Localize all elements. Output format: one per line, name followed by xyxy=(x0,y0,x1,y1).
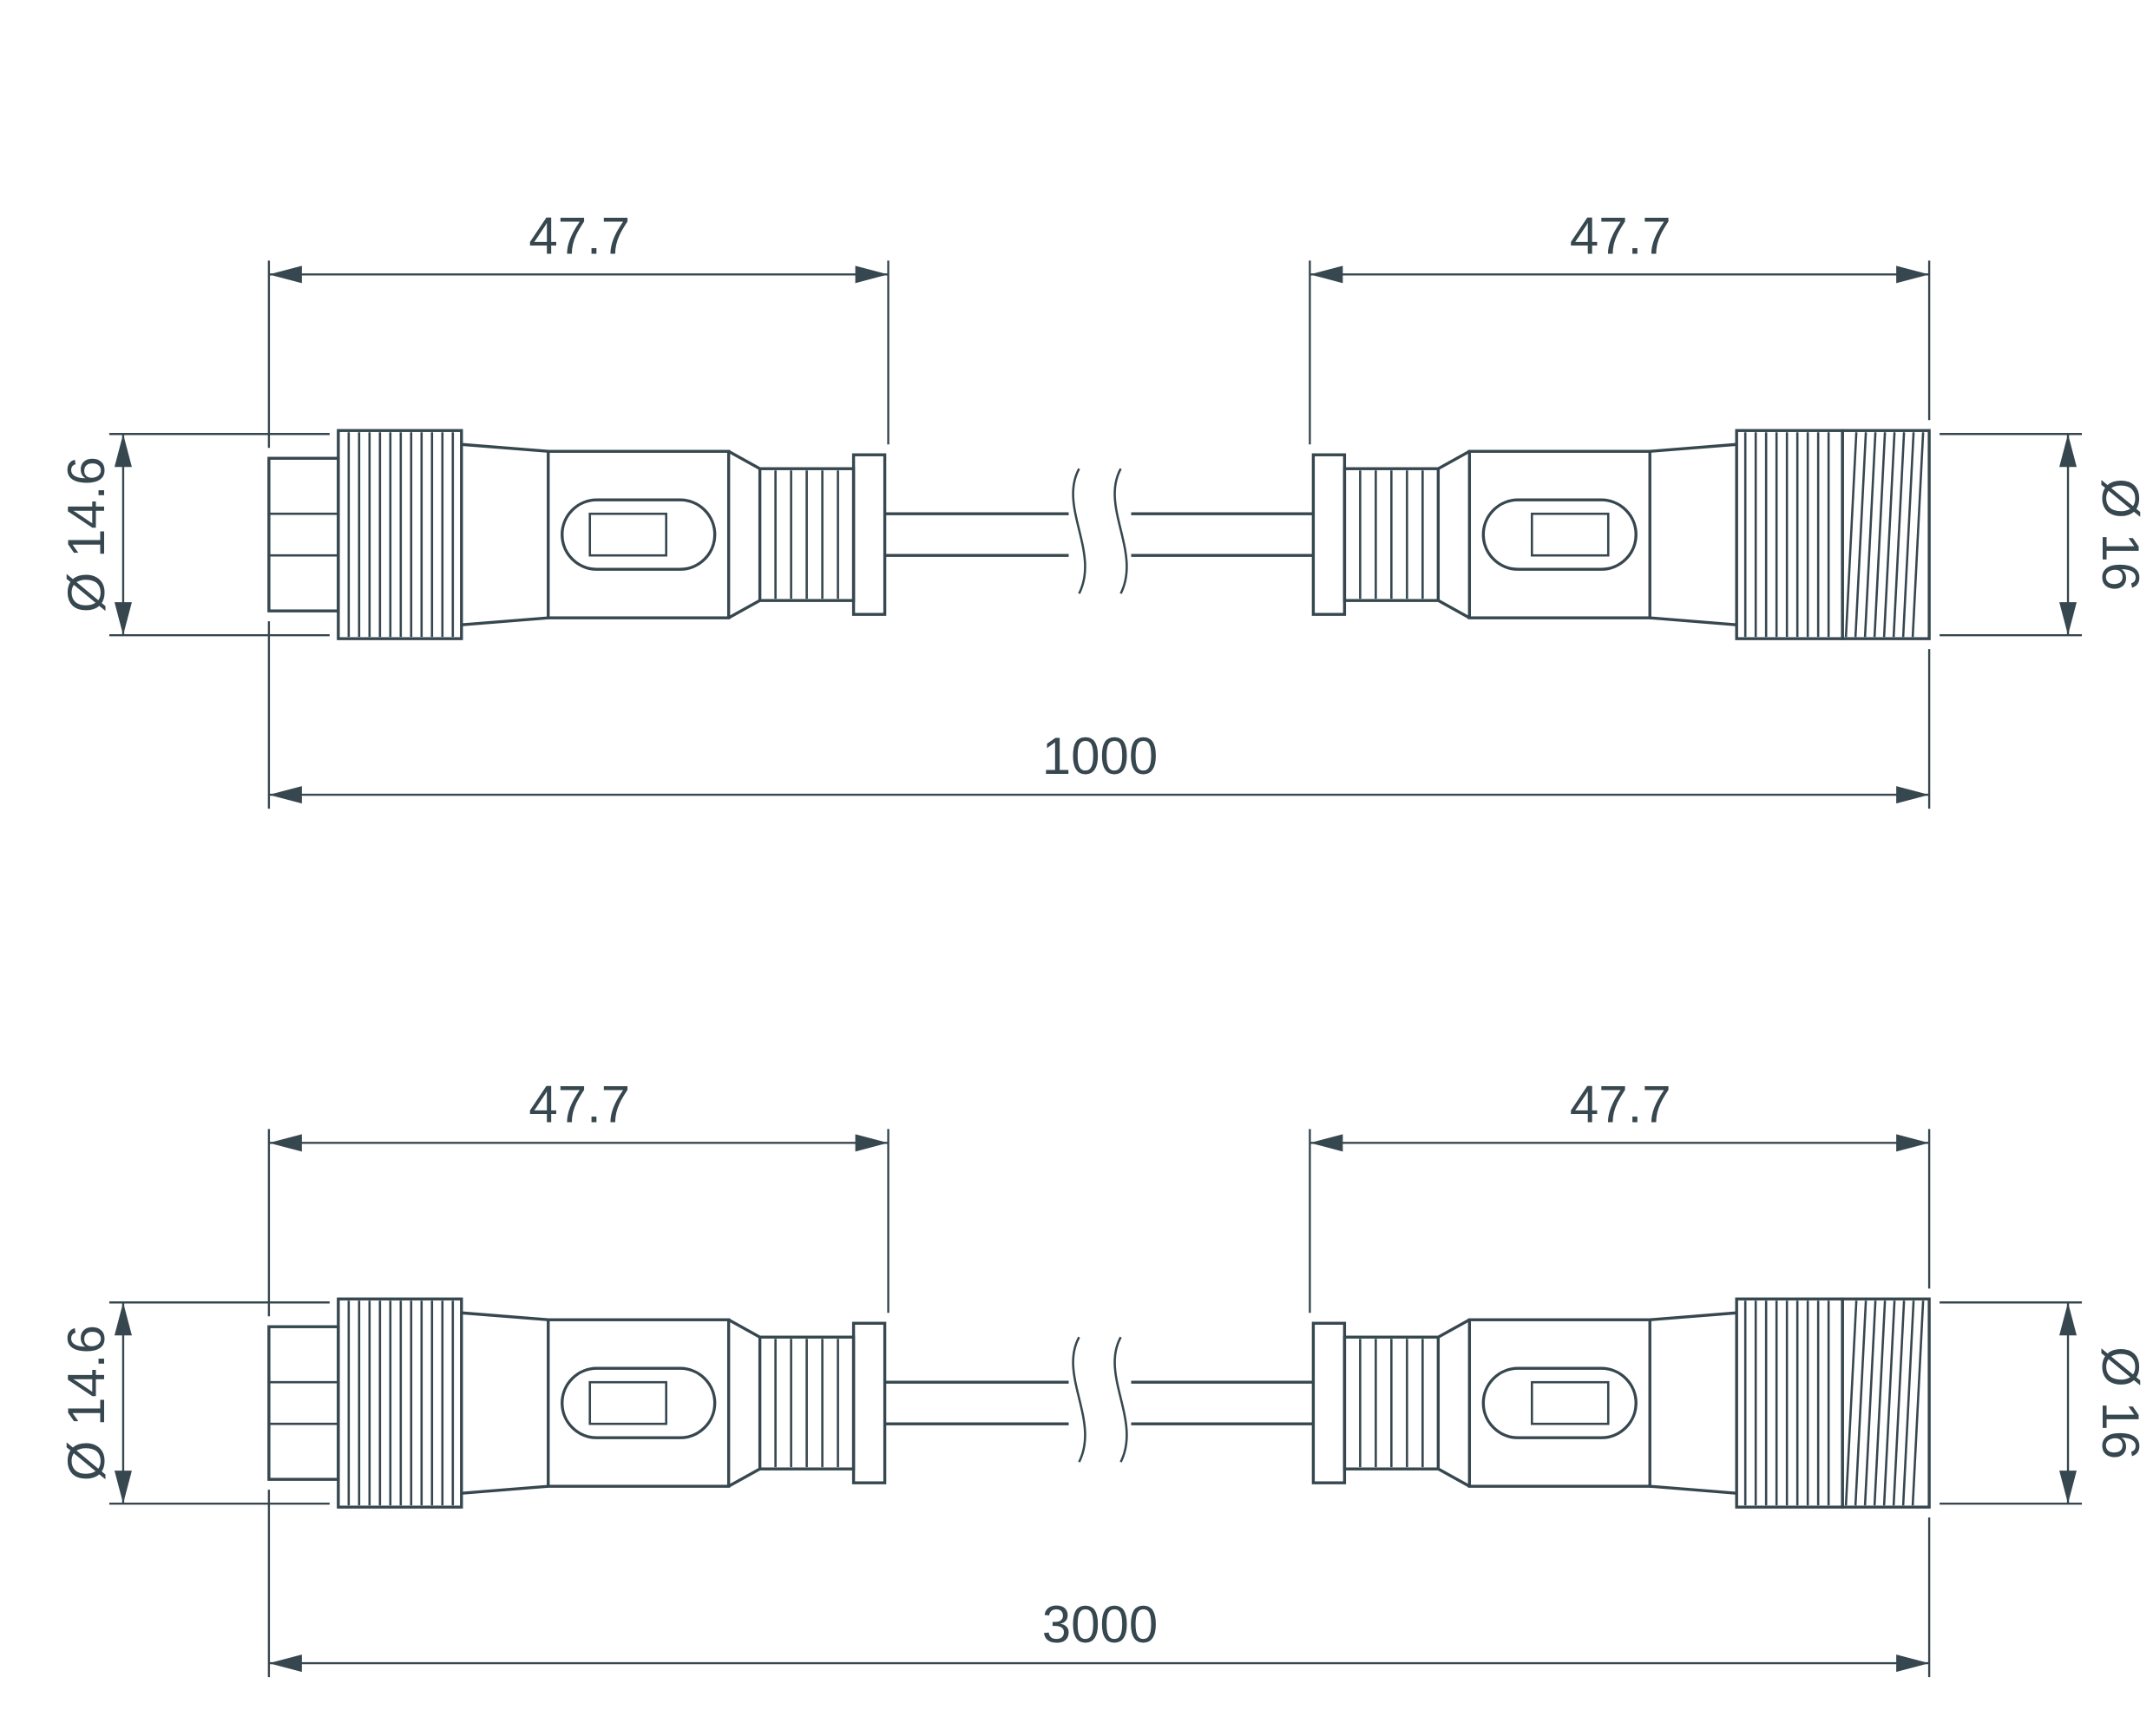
dim-label-left-diameter: Ø 14.6 xyxy=(57,1325,115,1481)
dim-label-left-length: 47.7 xyxy=(528,206,630,265)
dim-label-total-length: 3000 xyxy=(1042,1595,1158,1654)
dim-label-right-diameter: Ø 16 xyxy=(2091,1346,2150,1459)
figure-cable-3000: 47.7 47.7 3000 Ø 14.6 Ø 16 xyxy=(0,868,2153,1736)
cable-drawing-3000: 47.7 47.7 3000 Ø 14.6 Ø 16 xyxy=(57,1075,2150,1679)
dim-label-left-diameter: Ø 14.6 xyxy=(57,456,115,613)
dim-label-total-length: 1000 xyxy=(1042,727,1158,785)
dim-label-right-length: 47.7 xyxy=(1570,1075,1671,1133)
figure-cable-1000: 47.7 47.7 1000 Ø 14.6 Ø 16 xyxy=(57,206,2150,810)
cable-drawing-1000: 47.7 47.7 1000 Ø 14.6 Ø 16 xyxy=(57,206,2150,810)
dim-label-left-length: 47.7 xyxy=(528,1075,630,1133)
dim-label-right-diameter: Ø 16 xyxy=(2091,478,2150,591)
dim-label-right-length: 47.7 xyxy=(1570,206,1671,265)
